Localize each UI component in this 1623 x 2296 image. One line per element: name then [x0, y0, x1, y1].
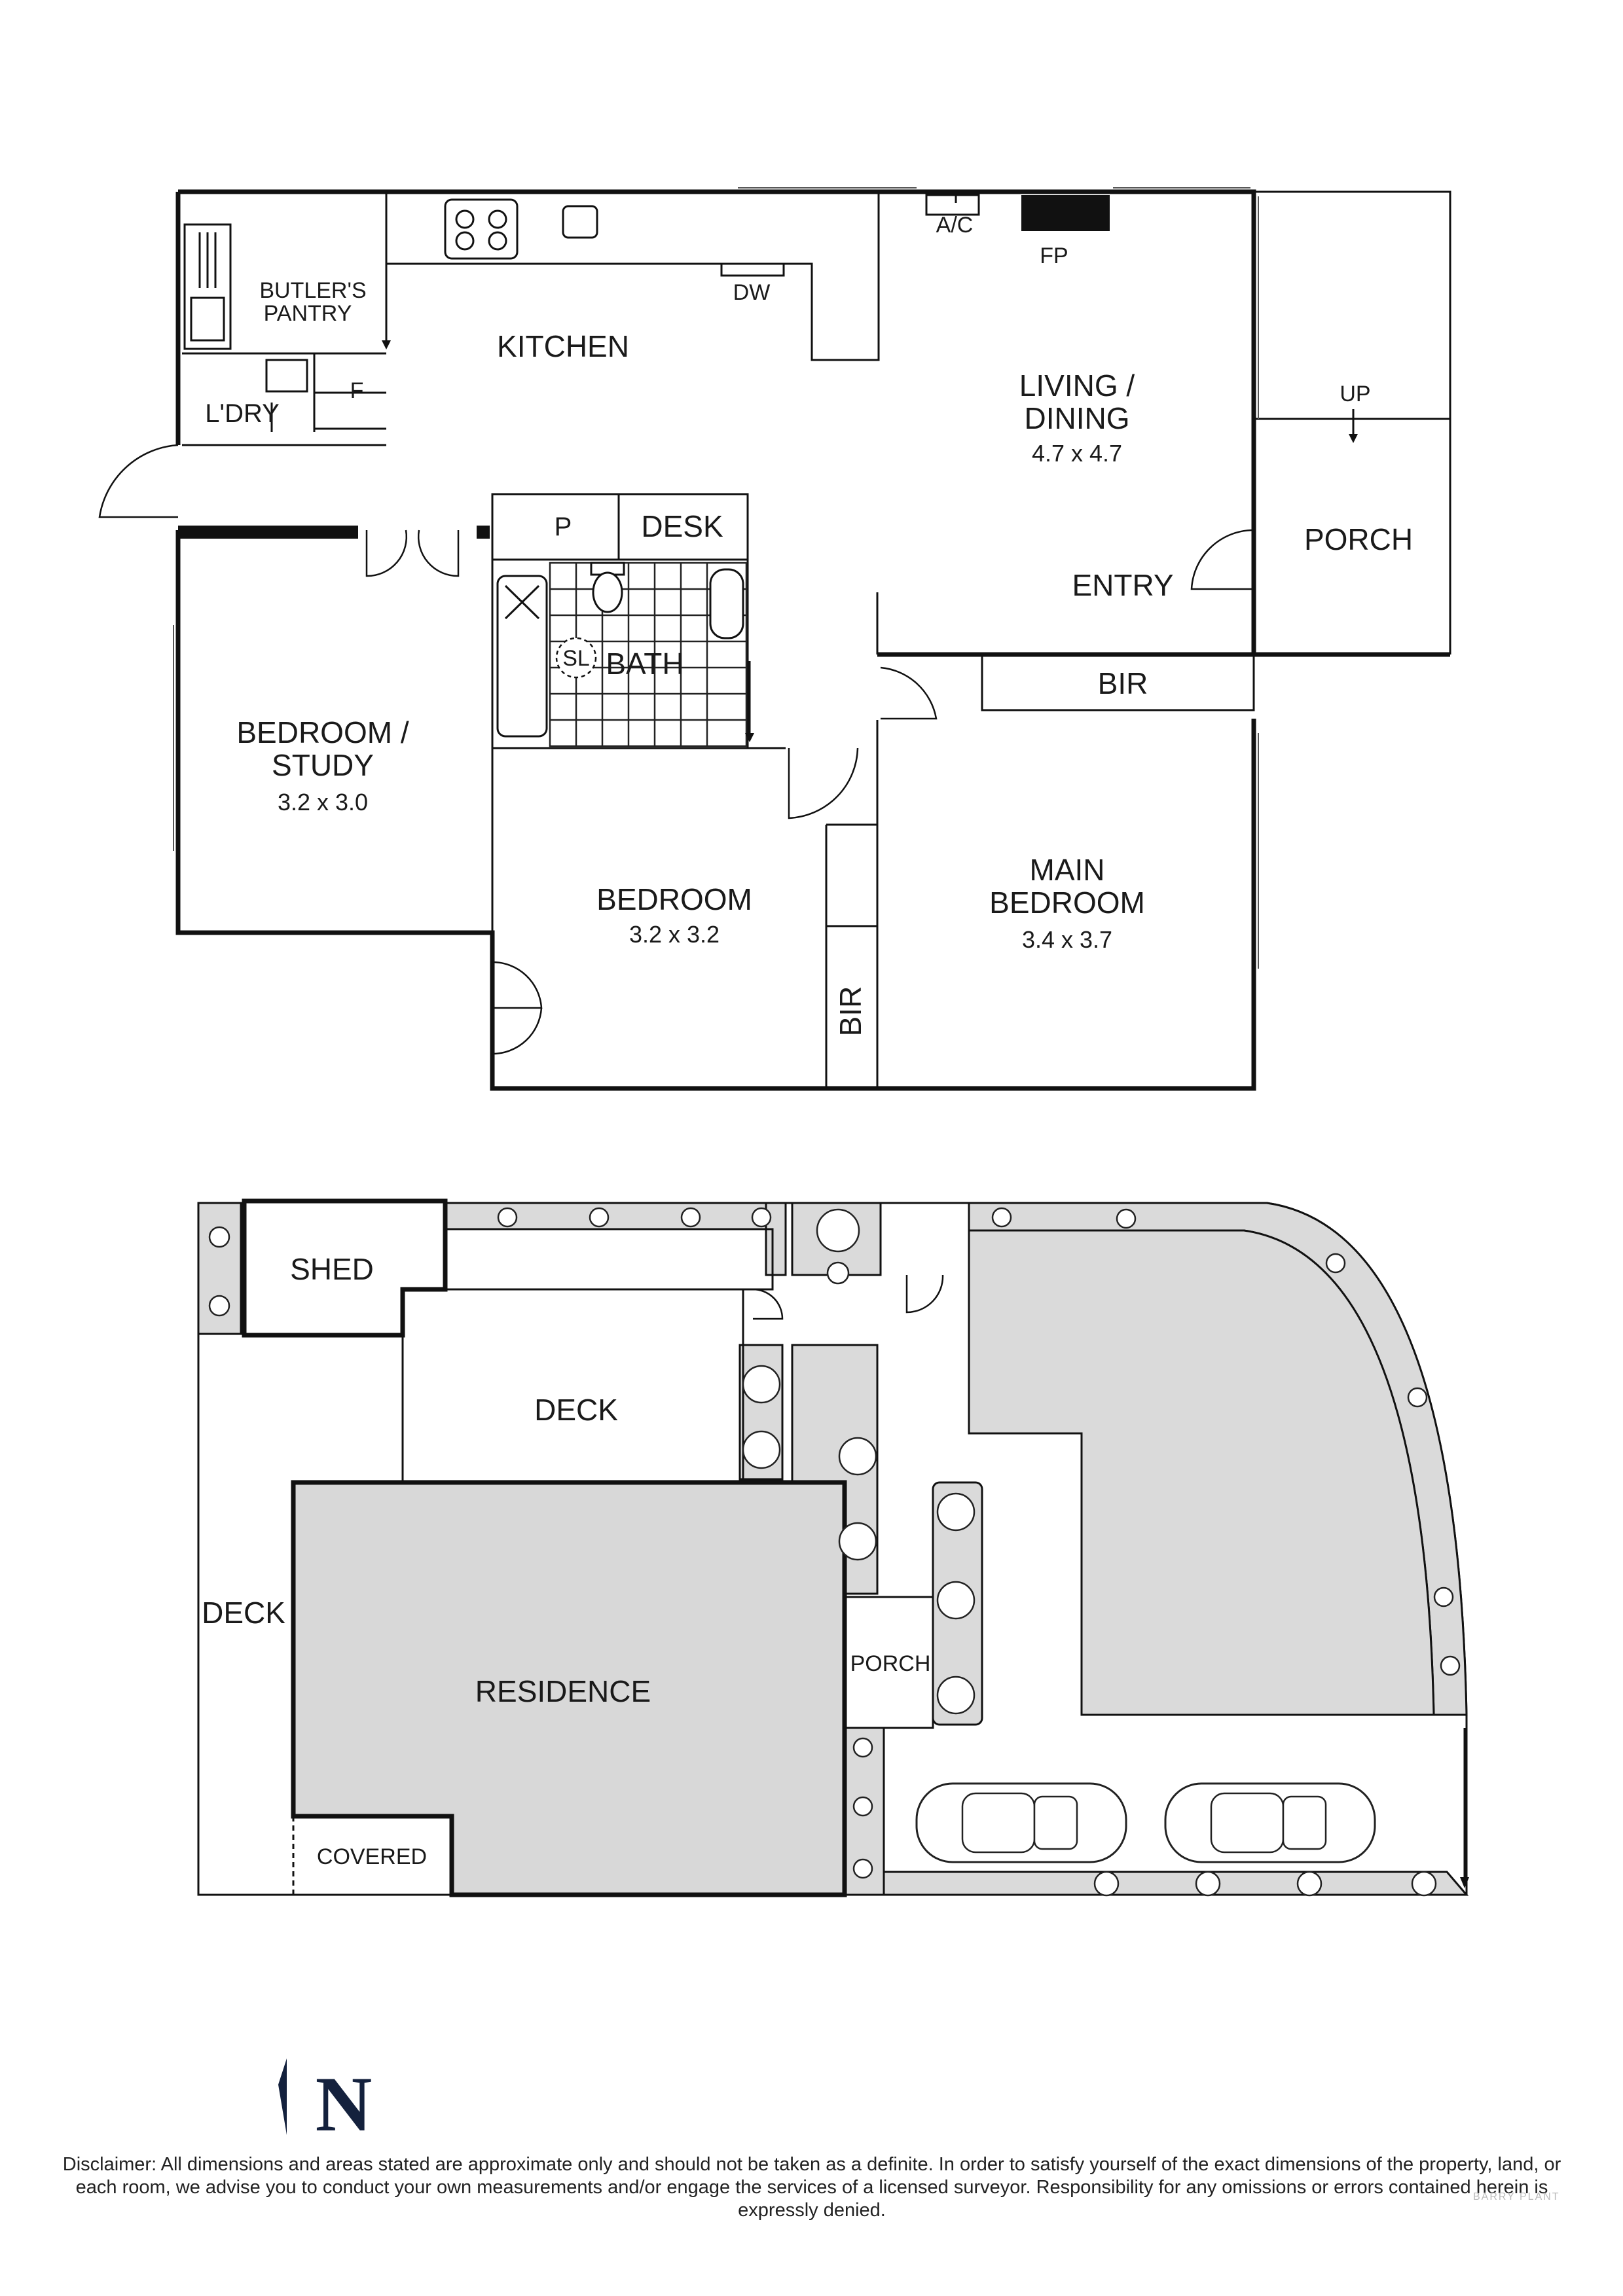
kitchen-sink-icon: [562, 205, 598, 239]
dishwasher-icon: [720, 262, 785, 277]
site-plan: SHED DECK DECK RESIDENCE PORCH COVERED: [197, 1198, 1469, 1897]
label-deck-top: DECK: [534, 1393, 618, 1427]
label-laundry: L'DRY: [205, 399, 280, 428]
label-ac: A/C: [936, 213, 974, 238]
car-icon: [915, 1782, 1127, 1863]
label-butlers-pantry-1: BUTLER'S: [259, 278, 366, 303]
label-sl: SL: [562, 646, 590, 671]
label-bath: BATH: [606, 647, 684, 681]
label-fridge: F: [350, 378, 364, 403]
label-up: UP: [1340, 382, 1370, 406]
label-residence: RESIDENCE: [475, 1674, 651, 1708]
label-bedroom-size: 3.2 x 3.2: [629, 921, 720, 948]
bathtub-icon: [496, 575, 548, 738]
label-shed: SHED: [290, 1252, 374, 1286]
fireplace: [1021, 195, 1110, 231]
compass-label: N: [316, 2060, 373, 2147]
label-porch-site: PORCH: [850, 1651, 931, 1676]
label-entry: ENTRY: [1072, 568, 1173, 602]
label-bedroom-study: BEDROOM /STUDY: [236, 715, 409, 782]
label-desk: DESK: [641, 509, 723, 543]
label-kitchen: KITCHEN: [497, 329, 629, 363]
label-pantry: P: [555, 512, 572, 541]
label-living-dining: LIVING /DINING: [1019, 368, 1135, 435]
label-covered: COVERED: [317, 1844, 427, 1869]
label-bir-bedroom: BIR: [833, 986, 867, 1037]
shrubs: [208, 1207, 1461, 1897]
entry-door: [1190, 529, 1254, 590]
bedroom-door: [788, 747, 859, 819]
sink-icon: [183, 223, 232, 350]
label-deck-left: DECK: [202, 1596, 285, 1630]
main-bedroom-door: [880, 666, 938, 720]
label-bir-main: BIR: [1098, 666, 1148, 700]
label-dw: DW: [733, 280, 771, 305]
label-bedroom: BEDROOM: [596, 882, 752, 916]
basin-icon: [709, 568, 744, 639]
cooktop-icon: [444, 198, 519, 260]
disclaimer-text: Disclaimer: All dimensions and areas sta…: [62, 2154, 1561, 2221]
label-porch-floor: PORCH: [1304, 522, 1413, 556]
car-icon: [1164, 1782, 1376, 1863]
watermark-logo: BARRY PLANT: [1473, 2191, 1560, 2202]
label-main-bedroom-size: 3.4 x 3.7: [1022, 926, 1112, 953]
toilet-icon: [590, 562, 625, 613]
ac-unit: [925, 194, 980, 216]
label-fp: FP: [1040, 243, 1068, 268]
label-study-size: 3.2 x 3.0: [278, 789, 368, 816]
label-living-size: 4.7 x 4.7: [1032, 440, 1122, 467]
laundry-door: [98, 444, 179, 518]
north-compass-icon: N: [278, 2058, 372, 2147]
